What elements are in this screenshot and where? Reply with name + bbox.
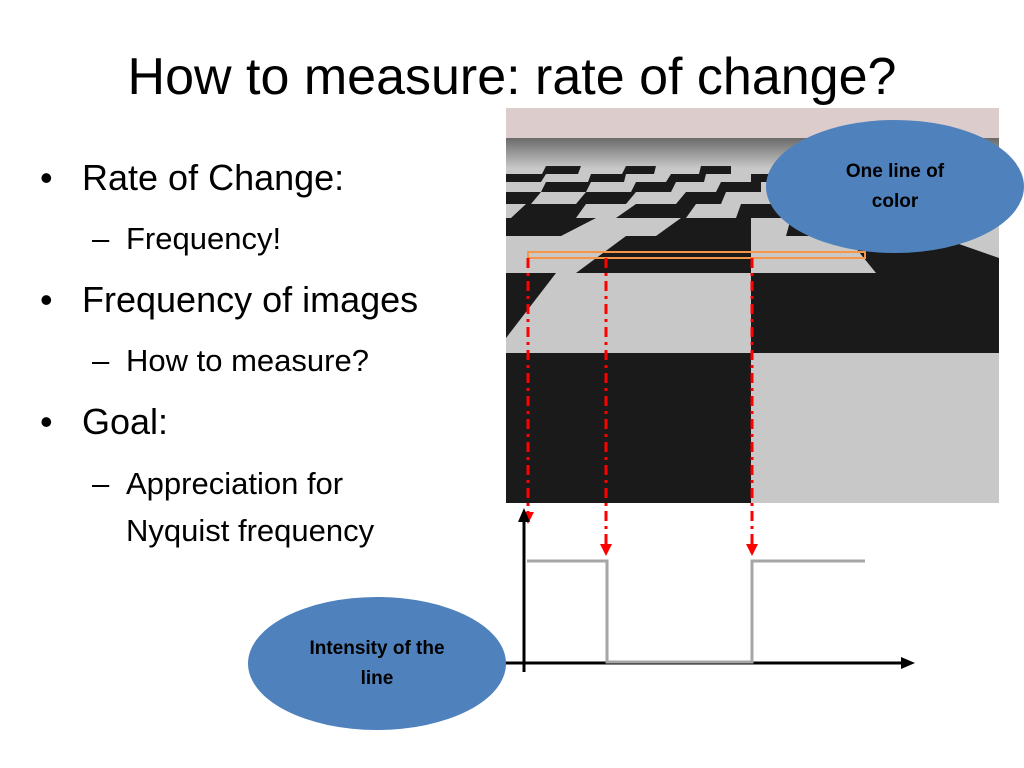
sub-bullet-text: Nyquist frequency bbox=[126, 513, 375, 548]
bullet-dot-icon: • bbox=[40, 401, 53, 442]
bullet-goal: • Goal: bbox=[40, 400, 168, 444]
bullet-frequency-of-images: • Frequency of images bbox=[40, 278, 418, 322]
dash-icon: – bbox=[92, 221, 110, 256]
dash-icon: – bbox=[92, 343, 110, 378]
intensity-plot bbox=[500, 508, 915, 672]
projection-arrows bbox=[522, 258, 758, 556]
sub-bullet-text: How to measure? bbox=[126, 343, 369, 378]
intensity-signal bbox=[527, 559, 865, 664]
slide-title: How to measure: rate of change? bbox=[127, 48, 897, 106]
sub-bullet-text: Appreciation for bbox=[126, 466, 344, 501]
sub-bullet-frequency: –Frequency! bbox=[92, 217, 281, 261]
bullet-dot-icon: • bbox=[40, 279, 53, 320]
bullet-dot-icon: • bbox=[40, 157, 53, 198]
bullet-text: Rate of Change: bbox=[82, 157, 345, 198]
callout-line: One line of bbox=[845, 160, 945, 182]
sub-bullet-appreciation: –Appreciation for bbox=[92, 462, 343, 506]
callout-line: color bbox=[871, 190, 919, 212]
dash-icon: – bbox=[92, 466, 110, 501]
bullet-text: Goal: bbox=[82, 401, 169, 442]
callout-line: Intensity of the bbox=[309, 637, 445, 659]
sub-bullet-nyquist: Nyquist frequency bbox=[126, 509, 374, 553]
sub-bullet-how-to-measure: –How to measure? bbox=[92, 339, 369, 383]
callout-intensity-of-line: Intensity of the line bbox=[248, 597, 506, 730]
bullet-text: Frequency of images bbox=[82, 279, 419, 320]
bullet-rate-of-change: • Rate of Change: bbox=[40, 156, 344, 200]
callout-line: line bbox=[360, 667, 394, 689]
scanline-highlight bbox=[527, 251, 866, 259]
callout-one-line-of-color: One line of color bbox=[766, 120, 1024, 253]
sub-bullet-text: Frequency! bbox=[126, 221, 282, 256]
